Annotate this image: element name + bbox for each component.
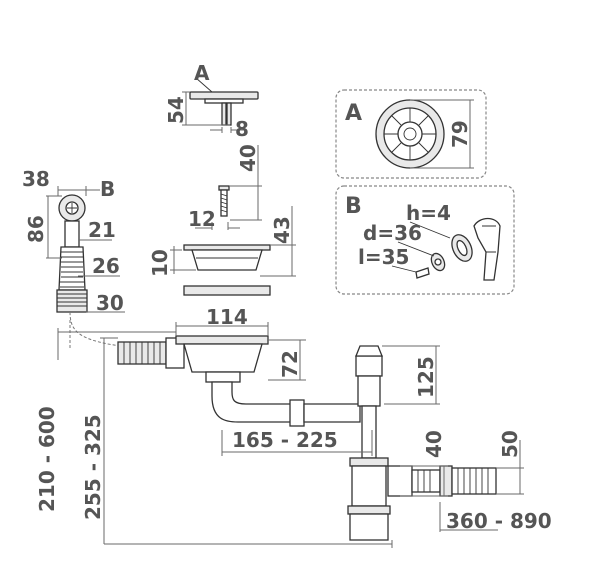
panel-b bbox=[335, 185, 515, 295]
label-21: 21 bbox=[88, 218, 116, 242]
label-86: 86 bbox=[24, 215, 48, 243]
overflow-part-b bbox=[46, 186, 125, 313]
main-drain-assembly bbox=[57, 311, 524, 548]
label-a-top: A bbox=[194, 61, 210, 85]
label-40-screw: 40 bbox=[236, 144, 260, 172]
strainer-cap-part-a bbox=[182, 77, 259, 133]
label-54: 54 bbox=[164, 96, 188, 124]
label-43: 43 bbox=[270, 216, 294, 244]
label-h4: h=4 bbox=[406, 201, 451, 225]
label-40-outlet: 40 bbox=[422, 430, 446, 458]
label-d36: d=36 bbox=[363, 221, 422, 245]
label-8: 8 bbox=[235, 117, 249, 141]
label-72: 72 bbox=[278, 350, 302, 378]
label-b-left: B bbox=[100, 177, 115, 201]
label-125: 125 bbox=[414, 356, 438, 398]
label-50: 50 bbox=[498, 430, 522, 458]
label-360-890: 360 - 890 bbox=[446, 509, 552, 533]
panel-b-letter: B bbox=[345, 194, 362, 219]
label-255-325: 255 - 325 bbox=[81, 414, 105, 520]
label-l35: l=35 bbox=[358, 245, 409, 269]
strainer-basket bbox=[170, 206, 296, 296]
screw bbox=[195, 145, 262, 230]
label-210-600: 210 - 600 bbox=[35, 406, 59, 512]
label-79: 79 bbox=[448, 120, 472, 148]
label-38: 38 bbox=[22, 167, 50, 191]
label-26: 26 bbox=[92, 254, 120, 278]
panel-a-letter: A bbox=[345, 101, 362, 126]
label-10: 10 bbox=[148, 249, 172, 277]
label-30: 30 bbox=[96, 291, 124, 315]
label-114: 114 bbox=[206, 305, 248, 329]
panel-a bbox=[335, 89, 487, 179]
label-165-225: 165 - 225 bbox=[232, 428, 338, 452]
label-12: 12 bbox=[188, 207, 216, 231]
